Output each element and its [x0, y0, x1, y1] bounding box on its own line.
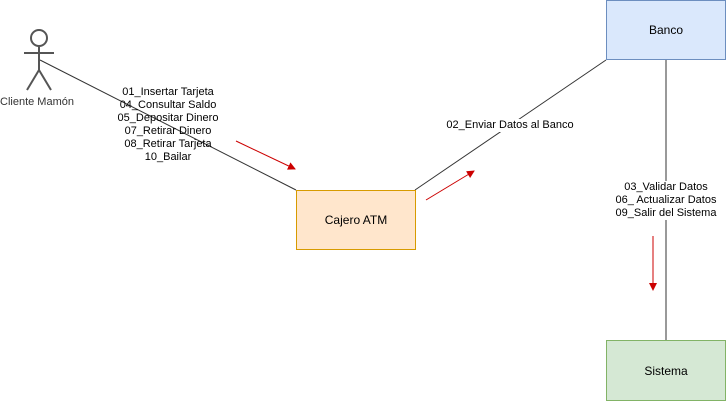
messages-cliente-cajero: 01_Insertar Tarjeta 04_Consultar Saldo 0…	[108, 86, 228, 164]
message-label: 07_Retirar Dinero	[124, 125, 212, 137]
message-label: 06_ Actualizar Datos	[615, 194, 717, 206]
message-label: 04_Consultar Saldo	[119, 99, 217, 111]
message-label: 08_Retirar Tarjeta	[124, 138, 212, 150]
message-label: 05_Depositar Dinero	[117, 112, 219, 124]
node-cajero-atm[interactable]: Cajero ATM	[296, 190, 416, 250]
messages-banco-sistema: 03_Validar Datos 06_ Actualizar Datos 09…	[606, 181, 726, 220]
message-label: 10_Bailar	[144, 151, 192, 163]
link-cliente-cajero	[39, 59, 297, 191]
actor-label: Cliente Mamón	[0, 96, 74, 108]
arrow-cliente-cajero	[235, 140, 296, 170]
message-label: 09_Salir del Sistema	[615, 207, 717, 219]
node-sistema-label: Sistema	[644, 363, 688, 378]
arrow-cajero-banco	[425, 170, 475, 201]
message-label: 01_Insertar Tarjeta	[122, 86, 214, 98]
node-sistema[interactable]: Sistema	[606, 340, 726, 401]
node-banco-label: Banco	[648, 23, 684, 37]
message-label: 03_Validar Datos	[624, 181, 708, 193]
node-cajero-label: Cajero ATM	[324, 213, 388, 227]
messages-cajero-banco: 02_Enviar Datos al Banco	[440, 119, 580, 132]
actor-stick-figure-icon	[24, 29, 54, 91]
message-label: 02_Enviar Datos al Banco	[446, 119, 574, 131]
node-banco[interactable]: Banco	[606, 0, 726, 60]
